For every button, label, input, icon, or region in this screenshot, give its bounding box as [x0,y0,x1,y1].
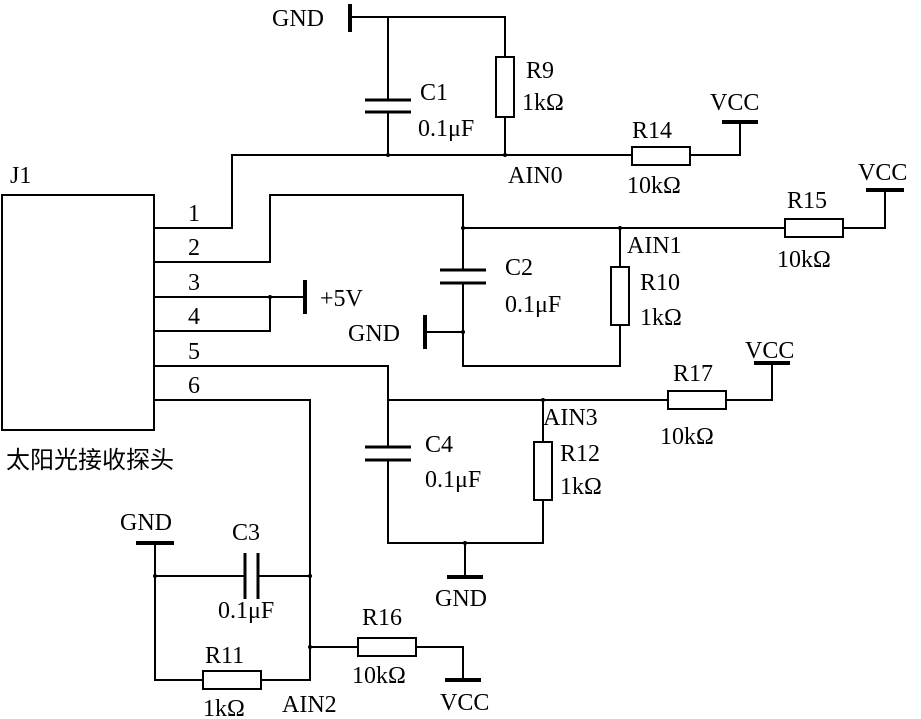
r15-ref: R15 [787,188,827,214]
r12-ref: R12 [560,441,600,467]
net-ain1: AIN1 [627,233,682,259]
c1-ref: C1 [420,80,448,106]
gnd-label: GND [120,510,172,536]
r16-value: 10kΩ [352,663,406,689]
vcc-label: VCC [710,90,759,116]
gnd-label: GND [348,321,400,347]
junction-dot [463,541,467,545]
channel-ain0: GND C1 0.1μF R9 1kΩ AIN0 VCC R14 10kΩ [231,4,759,229]
r17-value: 10kΩ [660,424,714,450]
r11-value: 1kΩ [203,696,245,719]
pin-number-4: 4 [188,304,200,330]
connector-ref: J1 [10,163,31,189]
pin-number-1: 1 [188,201,200,227]
resistor-r9 [495,56,515,118]
resistor-r15 [784,218,844,238]
r14-ref: R14 [632,118,672,144]
resistor-r14 [631,146,691,166]
resistor-r12 [533,441,553,501]
junction-dot [268,295,272,299]
r10-value: 1kΩ [640,305,682,331]
c2-ref: C2 [505,255,533,281]
vcc-label: VCC [858,160,907,186]
resistor-r10 [610,266,630,326]
c4-value: 0.1μF [425,467,481,493]
c1-value: 0.1μF [418,116,474,142]
c2-value: 0.1μF [505,292,561,318]
r14-value: 10kΩ [627,173,681,199]
plus5v-label: +5V [320,286,364,312]
junction-dot [308,574,312,578]
supply-plus5v: +5V [268,280,364,332]
junction-dot [461,330,465,334]
gnd-label: GND [272,6,324,32]
channel-ain2: GND C3 0.1μF R11 1kΩ AIN2 VCC R16 10kΩ [120,399,489,719]
r12-value: 1kΩ [560,474,602,500]
junction-dot [461,226,465,230]
junction-dot [503,153,507,157]
connector-body [1,194,155,431]
resistor-r11 [202,670,262,690]
r10-ref: R10 [640,270,680,296]
c4-ref: C4 [425,432,453,458]
junction-dot [386,153,390,157]
resistor-r16 [357,637,417,657]
connector-j1: J1 太阳光接收探头 1 2 3 4 5 6 [1,163,389,474]
junction-dot [153,574,157,578]
connector-caption: 太阳光接收探头 [6,446,174,474]
channel-ain1: C2 0.1μF GND AIN1 R10 1kΩ VCC R15 10kΩ [269,160,907,367]
r17-ref: R17 [673,361,713,387]
pin-number-2: 2 [188,235,200,261]
junction-dot [541,398,545,402]
pin-number-3: 3 [188,270,200,296]
c3-value: 0.1μF [218,598,274,624]
net-ain0: AIN0 [508,163,563,189]
channel-ain3: C4 0.1μF AIN3 R12 1kΩ GND VCC R17 10kΩ [365,338,794,612]
junction-dot [618,226,622,230]
vcc-label: VCC [745,338,794,364]
net-ain3: AIN3 [543,405,598,431]
resistor-r17 [667,390,727,410]
pin-number-6: 6 [188,373,200,399]
vcc-label: VCC [440,690,489,716]
gnd-label: GND [435,586,487,612]
r15-value: 10kΩ [777,247,831,273]
r9-value: 1kΩ [522,90,564,116]
pin-number-5: 5 [188,339,200,365]
net-ain2: AIN2 [282,692,337,718]
r16-ref: R16 [362,605,402,631]
r9-ref: R9 [526,58,554,84]
c3-ref: C3 [232,520,260,546]
r11-ref: R11 [205,643,244,669]
